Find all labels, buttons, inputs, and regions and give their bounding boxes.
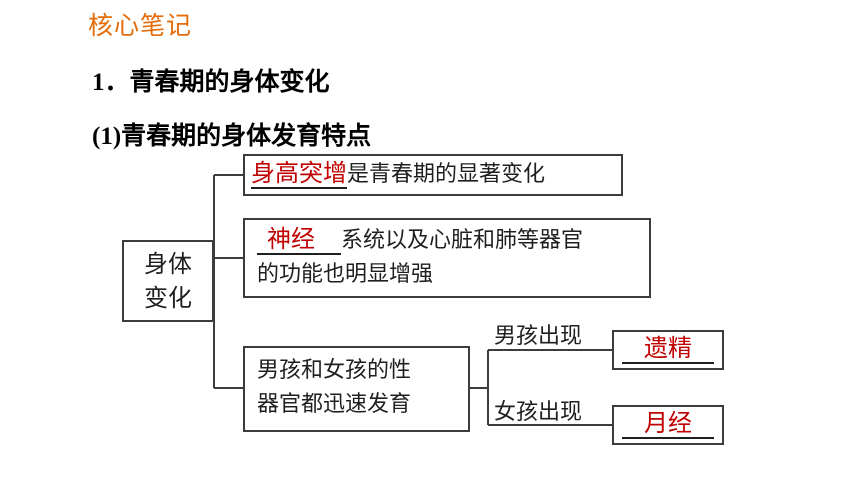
item-2-line1: 神经系统以及心脏和肺等器官 <box>257 224 649 258</box>
heading-1-number: 1 <box>92 69 105 96</box>
heading-1-sep: ． <box>104 67 130 96</box>
root-box-line1: 身体 <box>144 250 192 278</box>
boy-answer: 遗精 <box>622 334 714 364</box>
item-1-box: 身高突增是青春期的显著变化 <box>243 154 623 196</box>
item-1-text: 是青春期的显著变化 <box>347 162 546 187</box>
girl-answer-box: 月经 <box>612 405 724 445</box>
heading-2: (1)青春期的身体发育特点 <box>92 116 371 152</box>
section-tag: 核心笔记 <box>88 11 193 40</box>
girl-answer: 月经 <box>622 409 714 439</box>
root-box-line2: 变化 <box>144 284 192 312</box>
item-3-box: 男孩和女孩的性 器官都迅速发育 <box>243 346 470 432</box>
item-3-line2: 器官都迅速发育 <box>257 392 412 417</box>
item-2-text-line1: 系统以及心脏和肺等器官 <box>341 228 584 253</box>
boy-answer-box: 遗精 <box>612 330 724 370</box>
heading-2-text: 青春期的身体发育特点 <box>121 121 372 150</box>
item-2-text-line2: 的功能也明显增强 <box>257 262 434 287</box>
heading-1: 1．青春期的身体变化 <box>92 62 330 98</box>
item-2-box: 神经系统以及心脏和肺等器官 的功能也明显增强 <box>243 218 651 298</box>
item-1-answer: 身高突增 <box>251 159 347 189</box>
item-2-answer: 神经 <box>257 225 341 255</box>
boy-label: 男孩出现 <box>494 324 583 349</box>
item-3-line1: 男孩和女孩的性 <box>257 358 412 383</box>
heading-2-number: (1) <box>92 123 122 150</box>
girl-label: 女孩出现 <box>494 400 583 425</box>
root-box: 身体 变化 <box>122 240 214 322</box>
heading-1-text: 青春期的身体变化 <box>129 67 330 96</box>
